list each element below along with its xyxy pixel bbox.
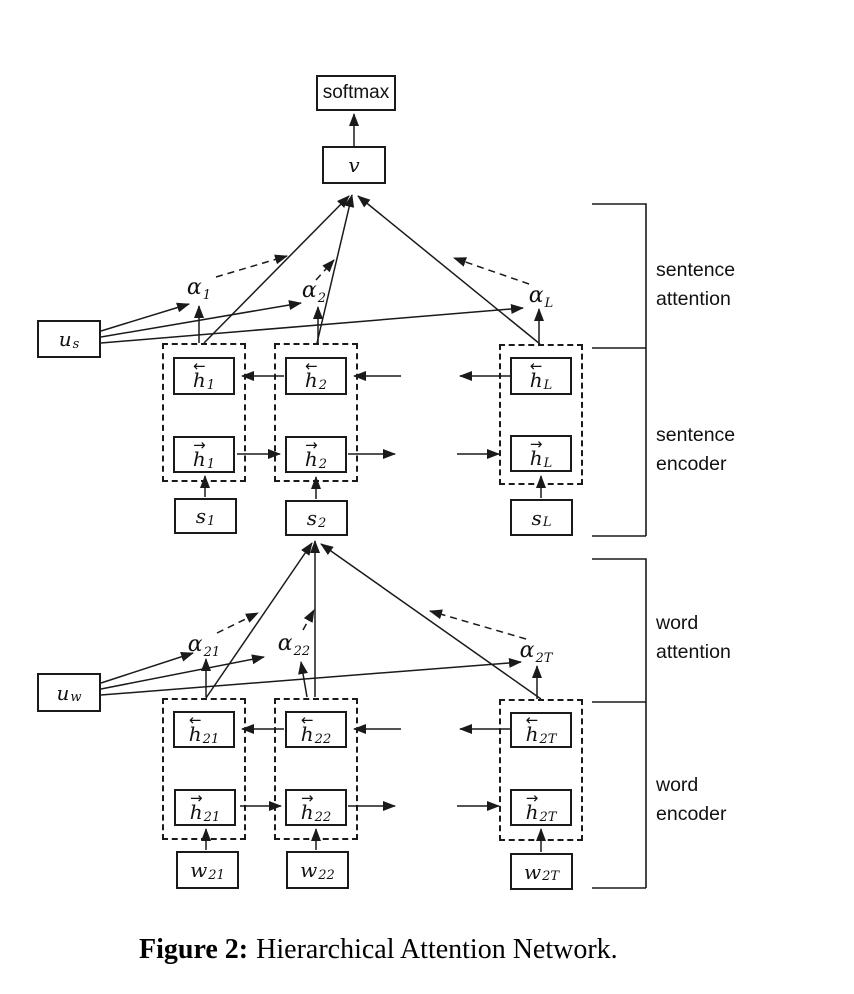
sentence-layer-wires (100, 113, 546, 499)
h21-to-s2-arrow (205, 542, 313, 699)
sentence-brackets-path (592, 203, 647, 537)
left-arrow-icon: ← (305, 357, 318, 375)
softmax-box: softmax (316, 75, 396, 111)
us-to-alphaL-arrow (100, 304, 524, 344)
sentence-attention-label: sentence attention (656, 259, 736, 310)
uw-to-alpha22-arrow (100, 654, 265, 690)
hL-to-v-arrow (357, 195, 541, 345)
unit22-to-alpha22-arrow (298, 661, 308, 698)
word-encoder-label: word encoder (656, 774, 727, 825)
h1-to-v-arrow (203, 195, 350, 344)
uw-to-alpha21-arrow (100, 651, 194, 684)
left-arrow-icon: ← (529, 357, 543, 375)
softmax-label: softmax (322, 82, 390, 103)
h2T-to-s2-arrow (320, 543, 542, 700)
right-arrow-icon: → (193, 435, 206, 454)
alpha2-weight-arrow (315, 259, 335, 281)
us-to-alpha1-arrow (100, 302, 190, 332)
alpha21-weight-arrow (216, 612, 259, 634)
us-to-alpha2-arrow (100, 300, 302, 338)
alpha1-weight-arrow (215, 254, 288, 278)
figure-caption-text: Hierarchical Attention Network. (256, 934, 618, 965)
alpha22-weight-arrow (302, 609, 315, 631)
figure-caption-number: Figure 2: (139, 934, 249, 965)
uw-base: u (56, 680, 70, 705)
right-arrow-icon: → (529, 434, 543, 453)
right-arrow-icon: → (300, 788, 314, 807)
right-arrow-icon: → (305, 435, 318, 454)
word-attention-label: word attention (656, 612, 731, 663)
right-arrow-icon: → (189, 788, 203, 807)
right-arrow-icon: → (525, 788, 539, 807)
v-label: v (348, 153, 360, 177)
us-sub: s (72, 336, 80, 352)
left-arrow-icon: ← (193, 357, 206, 375)
document-vector-box: v (322, 146, 386, 184)
alphaL-weight-arrow (453, 257, 530, 285)
uw-sub: w (70, 690, 82, 705)
us-base: u (58, 327, 72, 351)
sentence-encoder-label: sentence encoder (656, 424, 736, 475)
word-layer-wires (100, 540, 546, 852)
left-arrow-icon: ← (300, 710, 314, 729)
section-brackets (592, 203, 647, 889)
h2-to-v-arrow (316, 194, 355, 344)
uw-to-alpha2T-arrow (100, 657, 522, 696)
word-brackets-path (592, 558, 647, 889)
left-arrow-icon: ← (188, 710, 202, 729)
left-arrow-icon: ← (525, 711, 539, 729)
alpha2T-weight-arrow (429, 609, 527, 640)
figure-caption: Figure 2:Hierarchical Attention Network. (139, 932, 618, 968)
